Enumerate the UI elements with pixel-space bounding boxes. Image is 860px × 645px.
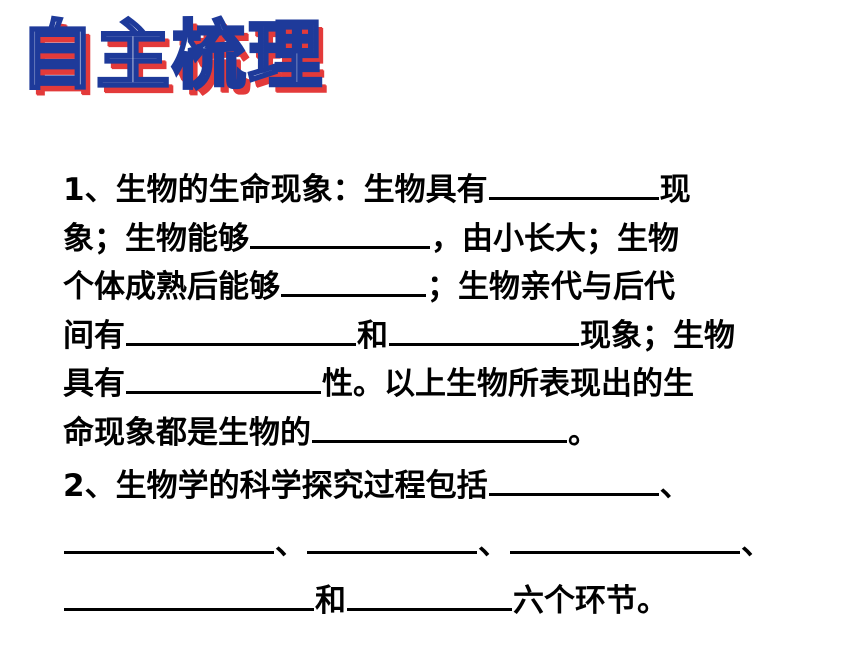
answer-blank: [64, 577, 314, 611]
question-text: 1、生物的生命现象：生物具有 现象；生物能够 ，由小长大；生物个体成熟后能够 ；生物亲…: [63, 166, 798, 626]
answer-blank: [126, 312, 356, 346]
text-segment: 现: [659, 172, 691, 208]
text-segment: 1、生物的生命现象：生物具有: [63, 172, 488, 208]
text-segment: 现象；生物: [580, 317, 735, 354]
text-segment: 命现象都是生物的: [63, 414, 311, 451]
text-line: 象；生物能够 ，由小长大；生物: [63, 215, 798, 264]
text-segment: 、: [478, 525, 509, 562]
text-segment: 六个环节。: [513, 583, 668, 619]
text-line: 命现象都是生物的 。: [63, 409, 798, 458]
answer-blank: [488, 462, 659, 496]
answer-blank: [389, 312, 579, 346]
text-segment: 2、生物学的科学探究过程包括: [63, 468, 488, 504]
text-segment: 具有: [63, 366, 125, 402]
text-line: 2、生物学的科学探究过程包括 、: [63, 462, 798, 511]
answer-blank: [281, 263, 426, 297]
text-segment: 、: [741, 525, 772, 562]
text-segment: 和: [315, 583, 346, 619]
text-segment: 、: [275, 525, 306, 562]
answer-blank: [488, 166, 659, 200]
text-segment: 性。以上生物所表现出的生: [322, 366, 694, 402]
text-segment: ；生物亲代与后代: [427, 269, 675, 305]
answer-blank: [250, 215, 430, 249]
slide-title: 自主梳理: [19, 12, 324, 101]
answer-blank: [347, 577, 512, 611]
text-segment: 象；生物能够: [63, 220, 249, 257]
answer-blank: [126, 360, 321, 394]
answer-blank: [312, 409, 567, 443]
text-segment: 。: [568, 414, 599, 451]
text-line: 个体成熟后能够 ；生物亲代与后代: [63, 263, 798, 312]
text-segment: 和: [357, 317, 388, 354]
text-line: 1、生物的生命现象：生物具有 现: [63, 166, 798, 215]
answer-blank: [307, 520, 477, 554]
text-segment: 个体成熟后能够: [63, 269, 280, 305]
text-segment: 、: [659, 468, 691, 504]
answer-blank: [510, 520, 740, 554]
text-segment: 间有: [63, 317, 125, 354]
text-segment: ，由小长大；生物: [431, 220, 679, 257]
text-line: 具有 性。以上生物所表现出的生: [63, 360, 798, 409]
text-line: 间有 和 现象；生物: [63, 312, 798, 361]
text-line: 和 六个环节。: [63, 577, 798, 626]
answer-blank: [64, 520, 274, 554]
text-line: 、 、 、: [63, 520, 798, 569]
